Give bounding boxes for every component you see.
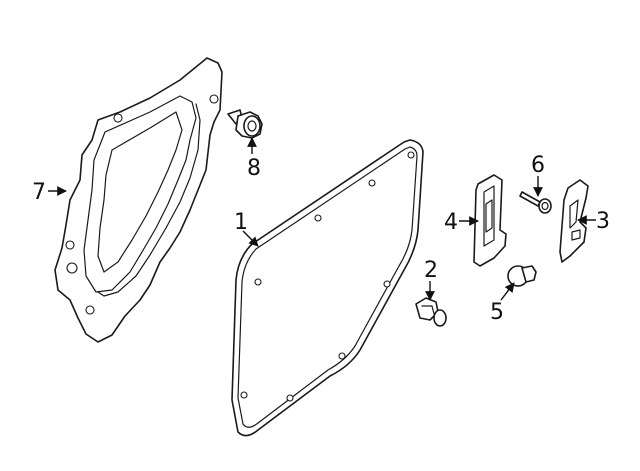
part-1-panel <box>231 139 424 437</box>
part-6-screw <box>519 191 552 214</box>
leader-1 <box>242 230 259 247</box>
part-2-clip <box>415 297 447 327</box>
part-5-plug <box>507 265 537 287</box>
callout-4: 4 <box>444 210 458 235</box>
part-8-grommet <box>227 109 263 139</box>
leader-5 <box>500 282 515 301</box>
callout-7: 7 <box>32 180 46 205</box>
callout-labels: 1 2 3 4 5 6 7 8 <box>32 153 610 325</box>
callout-5: 5 <box>490 300 504 325</box>
leader-lines <box>48 137 596 301</box>
callout-6: 6 <box>531 153 545 178</box>
part-7-frame <box>54 57 223 343</box>
callout-8: 8 <box>247 156 261 181</box>
part-4-bracket <box>473 174 507 267</box>
part-3-bracket <box>559 179 589 263</box>
callout-1: 1 <box>234 210 248 235</box>
callout-3: 3 <box>596 209 610 234</box>
callout-2: 2 <box>424 258 438 283</box>
